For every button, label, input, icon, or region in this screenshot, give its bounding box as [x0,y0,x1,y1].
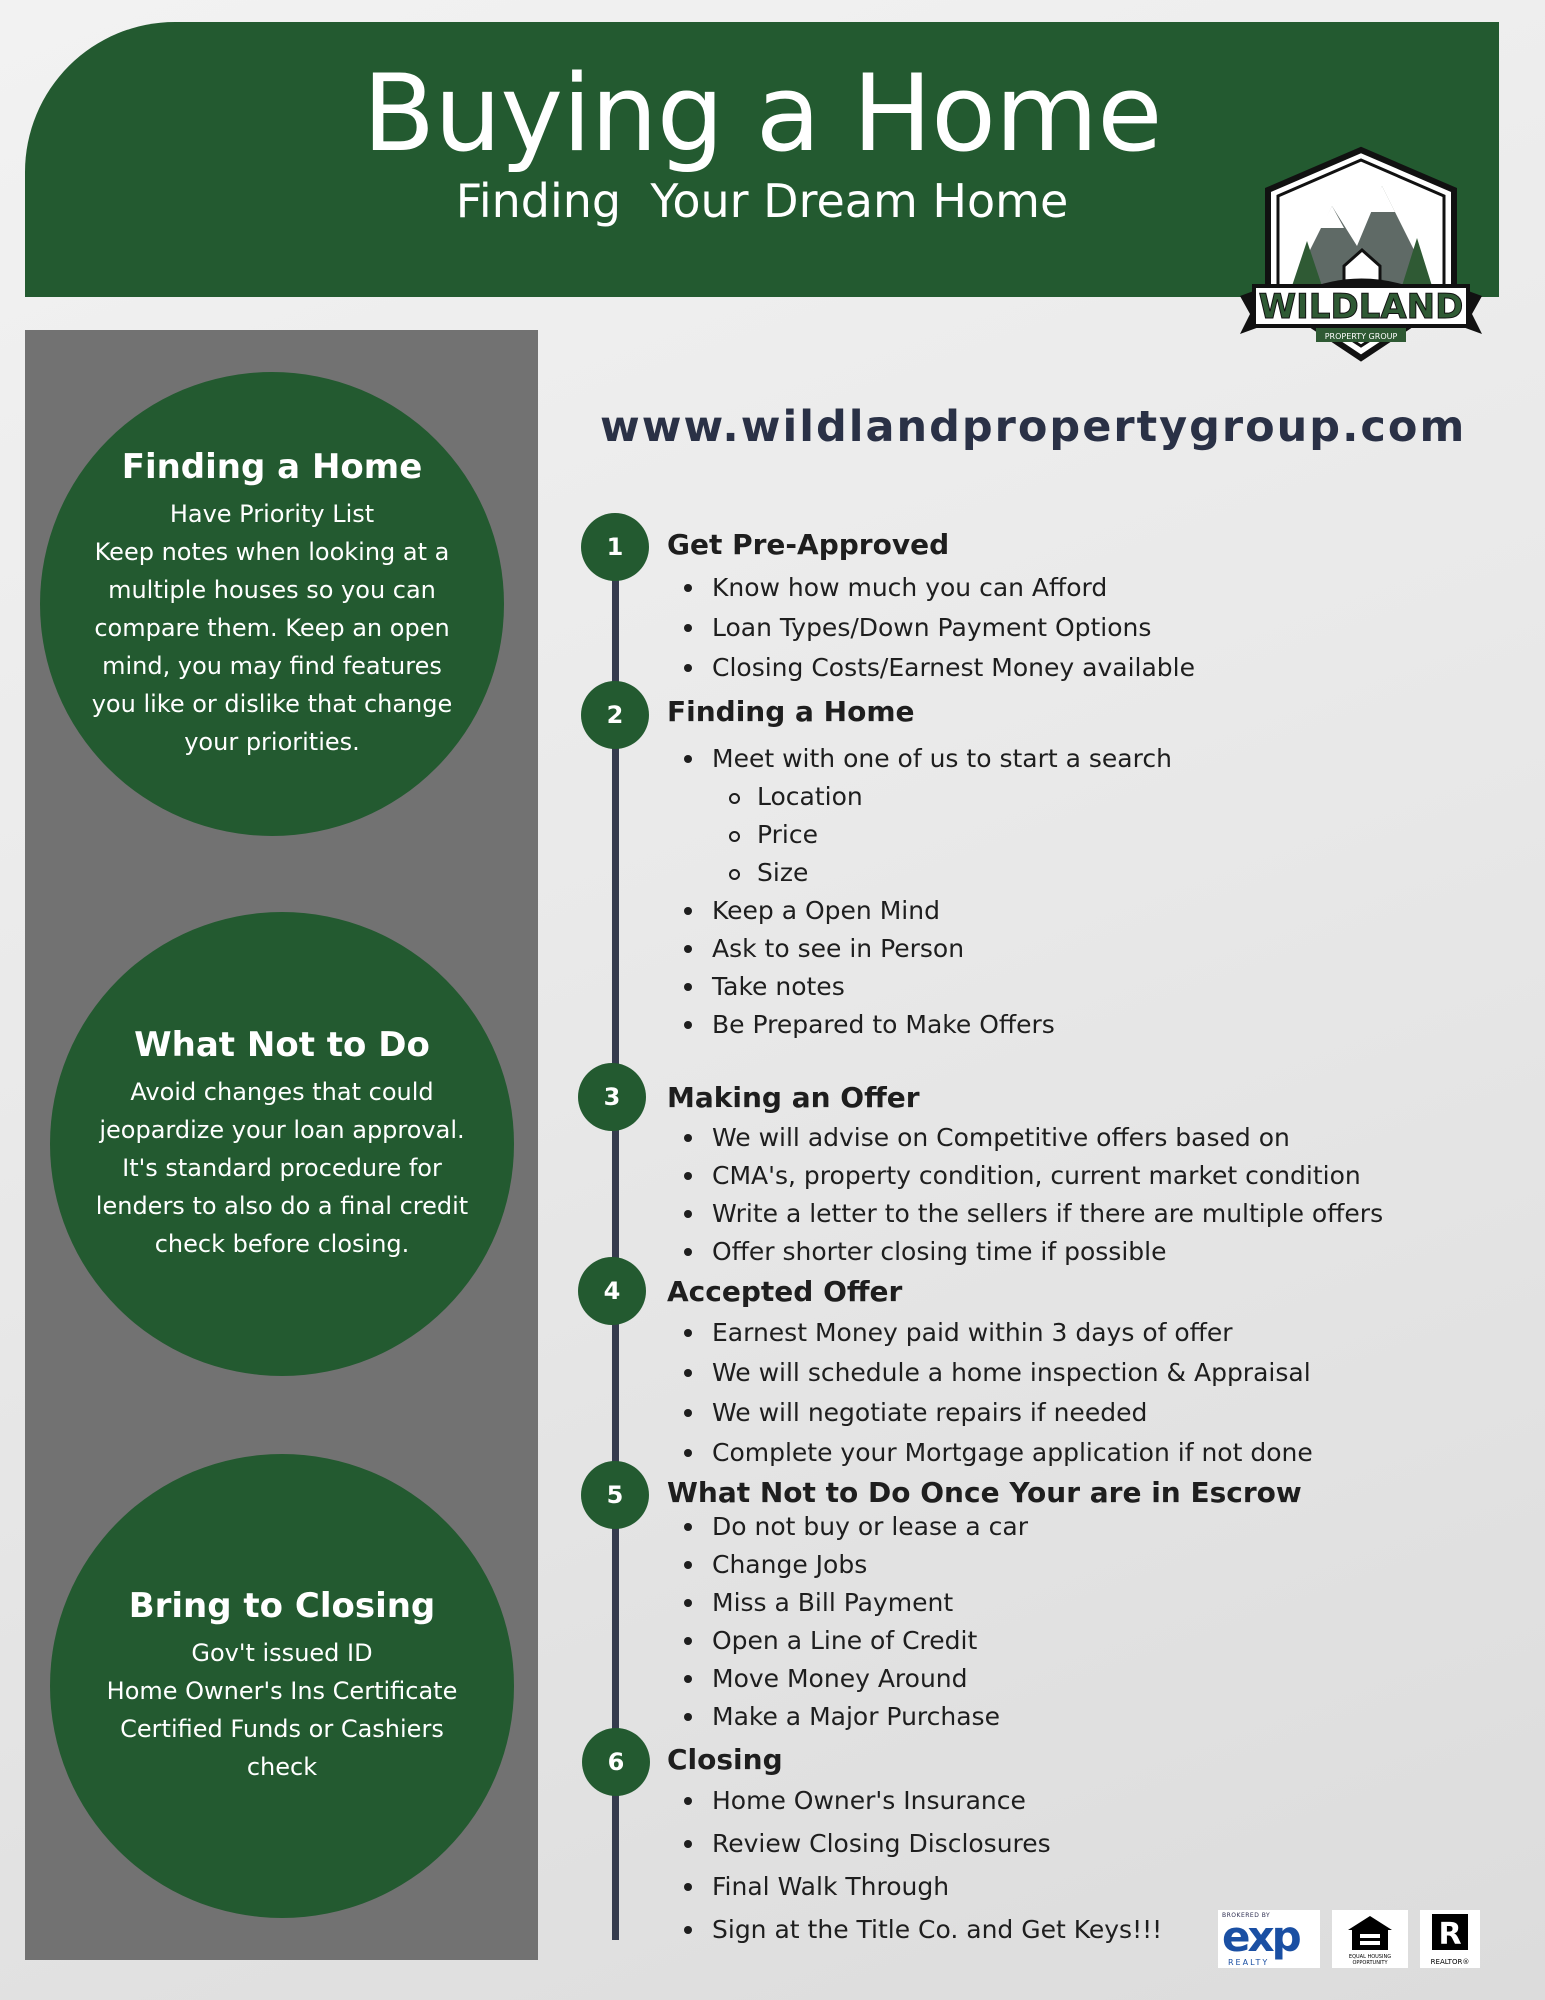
circle-line: Gov't issued ID [191,1639,373,1668]
list-item: Complete your Mortgage application if no… [684,1433,1313,1473]
step-list: Do not buy or lease a car Change Jobs Mi… [667,1508,1028,1736]
page-subtitle: Finding Your Dream Home [455,174,1069,228]
step-number-badge: 2 [581,681,649,749]
header-banner: Buying a Home Finding Your Dream Home [25,22,1499,297]
wildland-logo: WILDLAND PROPERTY GROUP [1232,146,1490,366]
sub-list-item: Price [712,816,1172,854]
step-title: Accepted Offer [667,1275,903,1308]
step-list: Know how much you can Afford Loan Types/… [667,568,1195,688]
list-item: Review Closing Disclosures [683,1822,1162,1865]
list-item: Meet with one of us to start a search [684,740,1172,778]
step-list: Earnest Money paid within 3 days of offe… [667,1313,1313,1473]
step-number-badge: 5 [581,1461,649,1529]
circle-line: Home Owner's Ins Certificate [106,1677,458,1706]
list-item: We will advise on Competitive offers bas… [683,1119,1383,1157]
circle-line: compare them. Keep an open [94,614,450,643]
step-number-badge: 6 [582,1728,650,1796]
circle-line: Certified Funds or Cashiers [120,1715,444,1744]
step-list: Home Owner's Insurance Review Closing Di… [667,1779,1162,1951]
list-item: Closing Costs/Earnest Money available [684,648,1195,688]
circle-line: jeopardize your loan approval. [99,1116,465,1145]
list-item: Be Prepared to Make Offers [684,1006,1172,1044]
exp-brokered-label: BROKERED BY [1222,1912,1271,1919]
list-item: Loan Types/Down Payment Options [684,608,1195,648]
website-url[interactable]: www.wildlandpropertygroup.com [600,402,1467,452]
logo-wordmark: WILDLAND [1259,287,1464,327]
circle-line: lenders to also do a final credit [95,1192,469,1221]
circle-line: Avoid changes that could [130,1078,434,1107]
step-title: Get Pre-Approved [667,528,950,561]
page-title: Buying a Home [362,52,1163,175]
step-number-badge: 4 [578,1257,646,1325]
circle-line: Keep notes when looking at a [94,538,450,567]
list-item: Earnest Money paid within 3 days of offe… [684,1313,1313,1353]
circle-line: you like or dislike that change [91,690,453,719]
realtor-icon: R REALTOR® [1420,1910,1480,1968]
timeline-line [612,545,619,1940]
list-item: Home Owner's Insurance [683,1779,1162,1822]
circle-title: What Not to Do [134,1024,430,1065]
step-title: Making an Offer [667,1081,920,1114]
circle-line: multiple houses so you can [108,576,436,605]
info-circle-what-not-to-do: What Not to Do Avoid changes that could … [50,912,514,1376]
equal-housing-icon: EQUAL HOUSING OPPORTUNITY [1332,1910,1408,1968]
list-item: CMA's, property condition, current marke… [683,1157,1383,1195]
list-item: Write a letter to the sellers if there a… [683,1195,1383,1233]
logo-tagline: PROPERTY GROUP [1325,332,1398,341]
sub-list-item: Size [712,854,1172,892]
list-item: Miss a Bill Payment [684,1584,1028,1622]
exp-wordmark: exp [1222,1912,1302,1961]
list-item: Final Walk Through [683,1865,1162,1908]
list-item: Make a Major Purchase [684,1698,1028,1736]
list-item: Keep a Open Mind [684,892,1172,930]
step-list: We will advise on Competitive offers bas… [667,1119,1383,1271]
sub-list-item: Location [712,778,1172,816]
list-item: We will negotiate repairs if needed [684,1393,1313,1433]
list-item: Offer shorter closing time if possible [683,1233,1383,1271]
circle-line: mind, you may find features [102,652,442,681]
list-item: Take notes [684,968,1172,1006]
list-item: Sign at the Title Co. and Get Keys!!! [683,1908,1162,1951]
list-item: Do not buy or lease a car [684,1508,1028,1546]
circle-line: It's standard procedure for [122,1154,442,1183]
info-circle-bring-to-closing: Bring to Closing Gov't issued ID Home Ow… [50,1454,514,1918]
list-item: Open a Line of Credit [684,1622,1028,1660]
circle-title: Bring to Closing [128,1585,436,1626]
step-number-badge: 3 [578,1063,646,1131]
footer-badges: BROKERED BY exp REALTY EQUAL HOUSING OPP… [1218,1910,1480,1968]
circle-line: check [246,1753,318,1782]
realtor-label: REALTOR® [1430,1958,1470,1966]
list-item: We will schedule a home inspection & App… [684,1353,1313,1393]
list-item: Ask to see in Person [684,930,1172,968]
step-number-badge: 1 [581,513,649,581]
circle-title: Finding a Home [121,446,423,487]
list-item: Change Jobs [684,1546,1028,1584]
exp-realty-logo: BROKERED BY exp REALTY [1218,1910,1320,1968]
circle-line: Have Priority List [169,500,375,529]
step-title: What Not to Do Once Your are in Escrow [667,1476,1302,1509]
circle-line: your priorities. [184,728,360,757]
list-item: Know how much you can Afford [684,568,1195,608]
list-item: Move Money Around [684,1660,1028,1698]
step-list: Meet with one of us to start a search Lo… [667,740,1172,1044]
step-title: Closing [667,1743,783,1776]
svg-text:R: R [1438,1917,1461,1952]
equal-housing-label: EQUAL HOUSING OPPORTUNITY [1348,1954,1392,1966]
info-circle-finding-a-home: Finding a Home Have Priority List Keep n… [40,372,504,836]
circle-line: check before closing. [154,1230,410,1259]
step-title: Finding a Home [667,695,915,728]
exp-realty-label: REALTY [1228,1958,1270,1967]
